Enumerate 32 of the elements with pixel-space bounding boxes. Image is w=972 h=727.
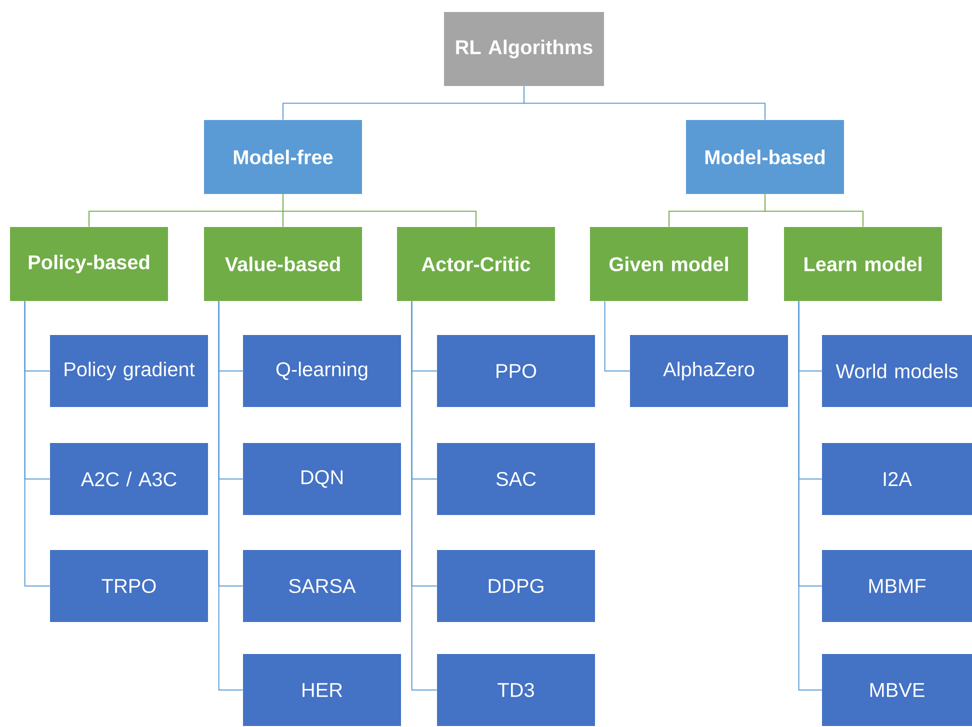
category-box: Model-free — [204, 120, 362, 194]
algorithm-box: MBVE — [822, 654, 972, 726]
algorithm-box: MBMF — [822, 550, 972, 622]
algorithm-box: SAC — [437, 443, 595, 515]
connector-line — [411, 300, 438, 690]
algorithm-box: DDPG — [437, 550, 595, 622]
algorithm-box: PPO — [437, 335, 595, 407]
algorithm-box: SARSA — [243, 550, 401, 622]
category-box: Given model — [590, 227, 748, 301]
algorithm-box: AlphaZero — [630, 335, 788, 407]
connector-line — [764, 194, 864, 228]
category-box: Learn model — [784, 227, 942, 301]
algorithm-box: TD3 — [437, 654, 595, 726]
algorithm-box: Q-learning — [243, 335, 401, 407]
connector-line — [218, 300, 244, 690]
category-box: Model-based — [686, 120, 844, 194]
root-box: RL Algorithms — [444, 12, 604, 86]
category-box: Value-based — [204, 227, 362, 301]
connector-line — [798, 300, 822, 690]
category-box: Actor-Critic — [397, 227, 555, 301]
connector-line — [24, 300, 50, 586]
algorithm-box: DQN — [243, 443, 401, 515]
algorithm-box: HER — [243, 654, 401, 726]
algorithm-box: TRPO — [50, 550, 208, 622]
connector-line — [282, 194, 476, 228]
connector-line — [524, 86, 766, 120]
algorithm-box: A2C / A3C — [50, 443, 208, 515]
algorithm-box: I2A — [822, 443, 972, 515]
algorithm-box: World models — [822, 335, 972, 407]
algorithm-box: Policy gradient — [50, 335, 208, 407]
connector-line — [604, 300, 630, 372]
category-box: Policy-based — [10, 227, 168, 301]
